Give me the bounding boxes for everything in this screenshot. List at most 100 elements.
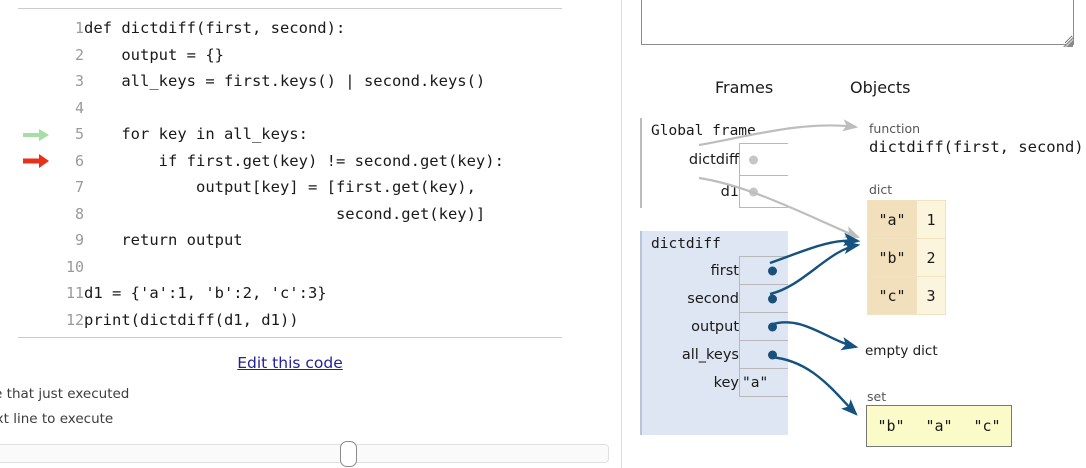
variable-name: second [687, 290, 739, 307]
dict-entry-row: "c"3 [867, 276, 946, 315]
dict-value-cell: 3 [916, 276, 946, 315]
line-number: 10 [65, 257, 84, 276]
line-number: 9 [74, 231, 84, 249]
frame-title: dictdiff [651, 236, 721, 252]
code-line-row: 10 [18, 254, 504, 281]
variable-pointer-slot [739, 143, 788, 176]
variable-pointer-slot [739, 284, 788, 313]
variable-name: output [691, 318, 739, 335]
gutter-spacer [18, 280, 54, 307]
gutter-spacer [18, 254, 54, 281]
dict-key-cell: "a" [867, 200, 917, 239]
code-line-row: 2 output = {} [18, 42, 504, 69]
function-type-label: function [869, 121, 921, 136]
code-line-text: second.get(key)] [84, 204, 486, 223]
code-line-row: 8 second.get(key)] [18, 201, 504, 228]
frame-title: Global frame [651, 123, 756, 139]
dict-object: "a"1"b"2"c"3 [867, 200, 946, 315]
gutter-spacer [18, 201, 54, 228]
function-object: dictdiff(first, second) [869, 138, 1084, 156]
set-type-label: set [867, 389, 887, 404]
program-output-textarea[interactable] [641, 0, 1074, 45]
code-line-text: output = {} [84, 45, 224, 64]
line-number: 11 [65, 284, 84, 302]
stack-frame-global: Global frame dictdiff d1 [640, 118, 788, 208]
variable-pointer-slot [739, 256, 788, 285]
code-line-text: output[key] = [first.get(key), [84, 178, 476, 196]
set-item-cell: "a" [925, 417, 953, 435]
frame-variable-row: dictdiff [642, 143, 788, 176]
code-line-text: def dictdiff(first, second): [84, 19, 346, 37]
gutter-spacer [18, 68, 54, 95]
next-line-arrow-icon [18, 148, 54, 175]
pointer-dot-icon [749, 187, 758, 196]
dict-key-cell: "b" [867, 238, 917, 277]
line-number: 6 [74, 151, 84, 170]
code-line-row: 7 output[key] = [first.get(key), [18, 174, 504, 201]
line-number: 8 [74, 204, 84, 223]
frame-variable-row: first [642, 256, 788, 285]
gutter-spacer [18, 42, 54, 69]
dict-entry-row: "a"1 [867, 200, 946, 239]
line-number: 3 [74, 72, 84, 90]
variable-pointer-slot [739, 175, 788, 208]
frame-variable-row: output [642, 312, 788, 341]
resize-grip-icon[interactable] [1062, 36, 1074, 48]
variable-pointer-slot [739, 340, 788, 369]
pointer-dot-icon [768, 350, 777, 359]
dict-key-cell: "c" [867, 276, 917, 315]
legend-just-executed: line that just executed [0, 386, 130, 402]
set-object: "b""a""c" [866, 405, 1012, 447]
code-line-row: 4 [18, 95, 504, 122]
code-line-text [84, 95, 504, 122]
pane-divider [621, 0, 622, 468]
variable-literal-value: "a" [742, 374, 769, 391]
code-line-text [84, 254, 504, 281]
line-number: 12 [65, 310, 84, 329]
line-number: 1 [74, 19, 84, 37]
frame-variable-row: d1 [642, 175, 788, 208]
slider-handle[interactable] [340, 441, 357, 467]
frame-variable-row: key"a" [642, 368, 788, 397]
frames-column-header: Frames [715, 78, 774, 97]
pointer-dot-icon [768, 322, 777, 331]
code-line-row: 9 return output [18, 227, 504, 254]
slider-track[interactable] [0, 444, 609, 463]
variable-pointer-slot [739, 312, 788, 341]
legend-next-line: next line to execute [0, 411, 114, 427]
pointer-dot-icon [749, 155, 758, 164]
set-item-cell: "c" [973, 417, 1001, 435]
execution-step-slider[interactable] [0, 441, 609, 467]
pointer-dot-icon [768, 294, 777, 303]
dict-value-cell: 2 [916, 238, 946, 277]
code-line-text: if first.get(key) != second.get(key): [84, 151, 504, 170]
frame-variables: dictdiff d1 [642, 143, 788, 208]
gutter-spacer [18, 307, 54, 334]
variable-name: key [713, 374, 739, 391]
code-line-row: 3 all_keys = first.keys() | second.keys(… [18, 68, 504, 95]
gutter-spacer [18, 95, 54, 122]
variable-name: d1 [720, 183, 739, 200]
gutter-spacer [18, 174, 54, 201]
dict-value-cell: 1 [916, 200, 946, 239]
frame-variable-row: second [642, 284, 788, 313]
code-line-text: print(dictdiff(d1, d1)) [84, 310, 299, 329]
code-line-row: 6 if first.get(key) != second.get(key): [18, 148, 504, 175]
variable-name: first [710, 262, 739, 279]
edit-this-code-link[interactable]: Edit this code [237, 354, 343, 372]
dict-type-label: dict [869, 182, 893, 197]
variable-name: all_keys [681, 346, 739, 363]
gutter-spacer [18, 15, 54, 42]
code-line-text: return output [84, 231, 243, 249]
dict-entry-row: "b"2 [867, 238, 946, 277]
code-line-text: for key in all_keys: [84, 125, 308, 143]
variable-name: dictdiff [688, 151, 739, 168]
